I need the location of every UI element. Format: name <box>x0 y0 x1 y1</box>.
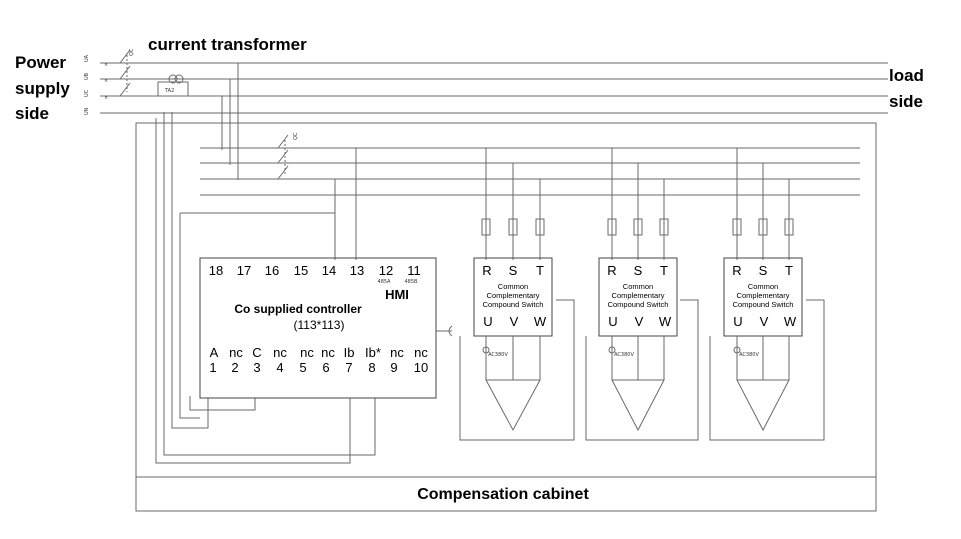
sw3-name-3: Compound Switch <box>733 300 794 309</box>
sw1-lamp: AC380V <box>488 352 508 358</box>
bottom-label-4: nc <box>273 345 287 360</box>
terminal-11-sub: 485B <box>405 279 419 285</box>
bottom-number-3: 3 <box>253 360 260 375</box>
sw1-input-s: S <box>509 263 518 278</box>
terminal-12: 12 <box>379 263 393 278</box>
terminal-12-sub: 485A <box>378 279 392 285</box>
sw1-name-2: Complementary <box>487 291 540 300</box>
bottom-number-5: 5 <box>299 360 306 375</box>
switch-3-labels: R S T Common Complementary Compound Swit… <box>732 263 797 358</box>
sw1-input-r: R <box>482 263 491 278</box>
controller-size: (113*113) <box>294 318 345 332</box>
terminal-17: 17 <box>237 263 251 278</box>
bottom-number-6: 6 <box>322 360 329 375</box>
bottom-label-1: A <box>210 345 219 360</box>
bottom-label-2: nc <box>229 345 243 360</box>
sw2-name-2: Complementary <box>612 291 665 300</box>
phase-tag-uc: UC <box>84 89 90 97</box>
bottom-label-5: nc <box>300 345 314 360</box>
bottom-label-8: Ib* <box>365 345 381 360</box>
hmi-label: HMI <box>385 287 409 302</box>
sw3-input-s: S <box>759 263 768 278</box>
sw3-input-t: T <box>785 263 793 278</box>
terminal-11: 11 <box>407 263 421 278</box>
svg-text:×: × <box>104 62 108 68</box>
sw3-input-r: R <box>732 263 741 278</box>
bottom-label-6: nc <box>321 345 335 360</box>
terminal-14: 14 <box>322 263 336 278</box>
bottom-number-8: 8 <box>368 360 375 375</box>
sw3-name-1: Common <box>748 282 778 291</box>
power-supply-line-2: supply <box>15 79 70 98</box>
controller-title: Co supplied controller <box>234 302 362 316</box>
sw2-output-w: W <box>659 314 672 329</box>
sw3-output-u: U <box>733 314 742 329</box>
switch-1-labels: R S T Common Complementary Compound Swit… <box>482 263 547 358</box>
bottom-number-4: 4 <box>276 360 283 375</box>
sw3-lamp: AC380V <box>739 352 759 358</box>
sw1-output-w: W <box>534 314 547 329</box>
controller <box>199 257 453 399</box>
bottom-number-2: 2 <box>231 360 238 375</box>
ta2-label: TA2 <box>164 88 174 94</box>
branch-bus <box>155 112 860 464</box>
power-supply-line-1: Power <box>15 53 66 72</box>
bottom-number-7: 7 <box>345 360 352 375</box>
terminal-15: 15 <box>294 263 308 278</box>
switch-2-labels: R S T Common Complementary Compound Swit… <box>607 263 672 358</box>
terminal-13: 13 <box>350 263 364 278</box>
sw3-name-2: Complementary <box>737 291 790 300</box>
bottom-label-3: C <box>252 345 261 360</box>
sw1-input-t: T <box>536 263 544 278</box>
bottom-number-1: 1 <box>209 360 216 375</box>
sw2-input-t: T <box>660 263 668 278</box>
qc-label-1: QC <box>129 48 135 56</box>
switch-unit-2 <box>585 148 699 441</box>
load-side-line-2: side <box>889 92 923 111</box>
terminal-18: 18 <box>209 263 223 278</box>
sw1-output-v: V <box>510 314 519 329</box>
cabinet-outline <box>135 122 877 512</box>
bottom-label-9: nc <box>390 345 404 360</box>
sw2-lamp: AC380V <box>614 352 634 358</box>
sw2-input-s: S <box>634 263 643 278</box>
sw2-output-v: V <box>635 314 644 329</box>
compensation-cabinet-label: Compensation cabinet <box>417 486 589 503</box>
current-transformer-label: current transformer <box>148 35 307 54</box>
bottom-label-7: Ib <box>344 345 355 360</box>
load-side-line-1: load <box>889 66 924 85</box>
qc-label-2: QC <box>293 132 299 140</box>
sw2-name-1: Common <box>623 282 653 291</box>
svg-text:×: × <box>104 95 108 101</box>
outer-labels: Power supply side current transformer lo… <box>15 35 924 503</box>
sw3-output-v: V <box>760 314 769 329</box>
terminal-16: 16 <box>265 263 279 278</box>
sw3-output-w: W <box>784 314 797 329</box>
main-bus: × × × <box>100 49 888 180</box>
sw1-output-u: U <box>483 314 492 329</box>
phase-tag-un: UN <box>84 107 90 115</box>
switch-unit-1 <box>459 148 575 441</box>
sw2-name-3: Compound Switch <box>608 300 669 309</box>
sw1-name-1: Common <box>498 282 528 291</box>
svg-text:×: × <box>104 78 108 84</box>
bottom-number-9: 9 <box>390 360 397 375</box>
sw2-input-r: R <box>607 263 616 278</box>
phase-tag-ua: UA <box>84 54 90 62</box>
sw1-name-3: Compound Switch <box>483 300 544 309</box>
bottom-number-10: 10 <box>414 360 428 375</box>
controller-labels: 18 17 16 15 14 13 12 11 485A 485B HMI Co… <box>209 263 429 375</box>
power-supply-line-3: side <box>15 104 49 123</box>
phase-tag-ub: UB <box>84 72 90 80</box>
sw2-output-u: U <box>608 314 617 329</box>
switch-unit-3 <box>709 148 825 441</box>
bottom-label-10: nc <box>414 345 428 360</box>
